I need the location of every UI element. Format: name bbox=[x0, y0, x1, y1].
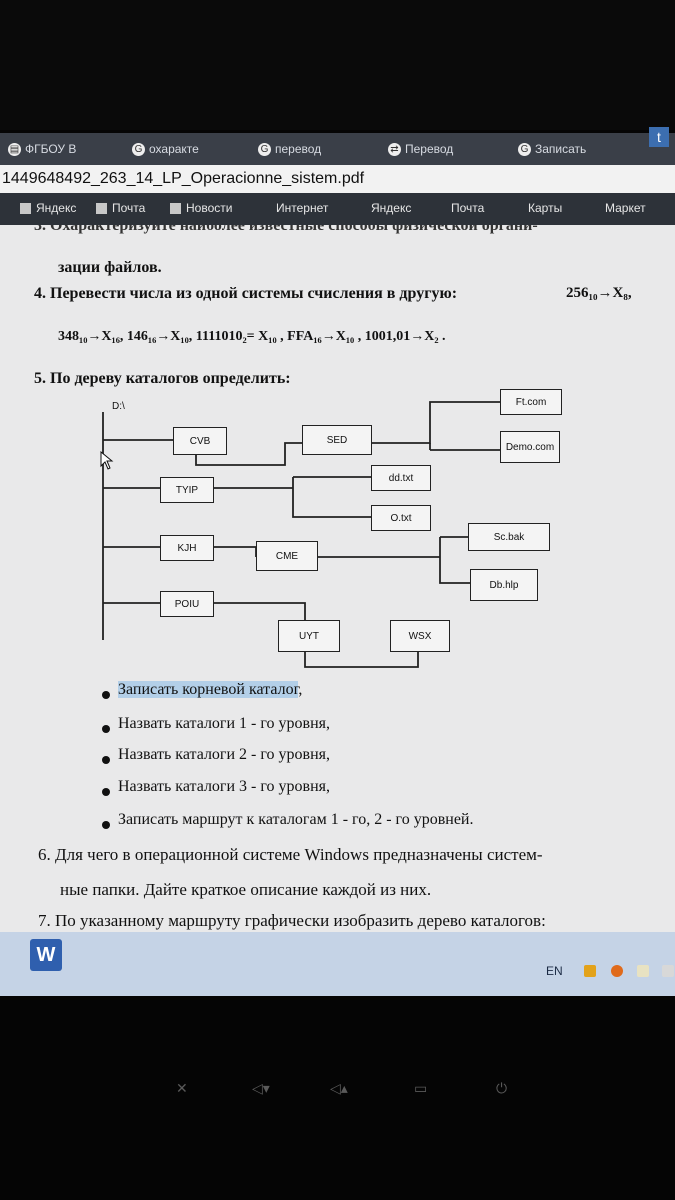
tab-fgbou[interactable]: ▤ ФГБОУ В bbox=[8, 139, 76, 159]
directory-tree-lines bbox=[102, 401, 500, 668]
node-o-txt: O.txt bbox=[371, 505, 431, 531]
item-3-continuation: зации файлов. bbox=[58, 259, 162, 276]
node-cme: CME bbox=[256, 541, 318, 571]
google-icon: G bbox=[258, 143, 271, 157]
document-title: 1449648492_263_14_LP_Operacionne_sistem.… bbox=[0, 165, 675, 193]
node-wsx: WSX bbox=[390, 620, 450, 652]
bullet-dot bbox=[102, 788, 110, 796]
bookmark-internet[interactable]: Интернет bbox=[276, 201, 329, 215]
tab-zapisat[interactable]: G Записать bbox=[518, 139, 586, 159]
google-icon: G bbox=[132, 143, 145, 157]
bookmark-maps[interactable]: Карты bbox=[528, 201, 563, 215]
tab-translate[interactable]: ⇄ Перевод bbox=[388, 139, 453, 159]
monitor-button-icon: ◁▴ bbox=[330, 1080, 348, 1096]
node-demo-com: Demo.com bbox=[500, 431, 560, 463]
tray-network-icon[interactable] bbox=[637, 965, 649, 977]
news-icon bbox=[170, 203, 181, 215]
bullet-5: Записать маршрут к каталогам 1 - го, 2 -… bbox=[118, 811, 474, 828]
item-6-line-1: 6. Для чего в операционной системе Windo… bbox=[38, 845, 543, 864]
bookmark-yandex-2[interactable]: Яндекс bbox=[371, 201, 412, 215]
bullet-4: Назвать каталоги 3 - го уровня, bbox=[118, 778, 331, 795]
document-icon: ▤ bbox=[8, 143, 21, 157]
node-uyt: UYT bbox=[278, 620, 340, 652]
mouse-cursor-icon bbox=[100, 451, 114, 470]
bookmark-label: Почта bbox=[112, 201, 146, 215]
monitor-button-icon: ✕ bbox=[176, 1080, 188, 1096]
mail-icon bbox=[96, 203, 107, 215]
selected-text[interactable]: Записать корневой каталог bbox=[118, 681, 299, 698]
item-4-equation-1: 256₁₀→X₈, bbox=[566, 285, 632, 301]
monitor-power-icon: ⏻ bbox=[496, 1080, 508, 1096]
language-indicator[interactable]: EN bbox=[546, 964, 563, 978]
node-kjh: KJH bbox=[160, 535, 214, 561]
bookmark-mail-2[interactable]: Почта bbox=[451, 201, 485, 215]
bullet-dot bbox=[102, 725, 110, 733]
item-7-text: 7. По указанному маршруту графически изо… bbox=[38, 911, 546, 930]
root-label: D:\ bbox=[112, 401, 125, 412]
bookmark-news[interactable]: Новости bbox=[170, 201, 232, 215]
bullet-1-rest: , bbox=[298, 681, 303, 698]
pdf-document-view[interactable]: 3. Охарактеризуйте наиболее известные сп… bbox=[0, 225, 675, 932]
new-tab-button[interactable]: t bbox=[649, 127, 669, 147]
tab-label: Записать bbox=[535, 142, 587, 156]
bookmark-label: Новости bbox=[186, 201, 233, 215]
bullet-2: Назвать каталоги 1 - го уровня, bbox=[118, 715, 331, 732]
bookmark-mail[interactable]: Почта bbox=[96, 201, 145, 215]
monitor-button-icon: ◁▾ bbox=[252, 1080, 270, 1096]
node-dd-txt: dd.txt bbox=[371, 465, 431, 491]
item-4-text: 4. Перевести числа из одной системы счис… bbox=[34, 285, 458, 302]
bullet-dot bbox=[102, 691, 110, 699]
item-6-line-2: ные папки. Дайте краткое описание каждой… bbox=[60, 880, 432, 899]
tray-volume-icon[interactable] bbox=[662, 965, 674, 977]
item-5-text: 5. По дереву каталогов определить: bbox=[34, 370, 291, 387]
node-poiu: POIU bbox=[160, 591, 214, 617]
translate-icon: ⇄ bbox=[388, 143, 401, 157]
windows-taskbar: W EN bbox=[0, 932, 675, 996]
tab-label: перевод bbox=[275, 142, 322, 156]
bookmarks-bar: Яндекс Почта Новости Интернет Яндекс Поч… bbox=[0, 193, 675, 225]
bookmark-market[interactable]: Маркет bbox=[605, 201, 646, 215]
node-sed: SED bbox=[302, 425, 372, 455]
tab-label: охаракте bbox=[149, 142, 199, 156]
node-tyip: TYIP bbox=[160, 477, 214, 503]
bullet-3: Назвать каталоги 2 - го уровня, bbox=[118, 746, 331, 763]
tray-flag-icon[interactable] bbox=[584, 965, 596, 977]
google-icon: G bbox=[518, 143, 531, 157]
item-3-cut-line: 3. Охарактеризуйте наиболее известные сп… bbox=[34, 225, 538, 234]
monitor-button-icon: ▭ bbox=[414, 1080, 428, 1096]
node-db-hlp: Db.hlp bbox=[470, 569, 538, 601]
bookmark-yandex[interactable]: Яндекс bbox=[20, 201, 76, 215]
monitor-bezel bbox=[0, 0, 675, 130]
tray-app-icon[interactable] bbox=[611, 965, 623, 977]
node-sc-bak: Sc.bak bbox=[468, 523, 550, 551]
bookmark-label: Яндекс bbox=[36, 201, 77, 215]
bullet-1: Записать корневой каталог, bbox=[118, 681, 302, 699]
yandex-icon bbox=[20, 203, 31, 215]
item-4-equations: 348₁₀→X₁₆, 146₁₆→X₁₀, 1111010₂= X₁₀ , FF… bbox=[58, 329, 446, 344]
tab-label: ФГБОУ В bbox=[25, 142, 77, 156]
node-ft-com: Ft.com bbox=[500, 389, 562, 415]
bullet-dot bbox=[102, 821, 110, 829]
bullet-dot bbox=[102, 756, 110, 764]
node-cvb: CVB bbox=[173, 427, 227, 455]
word-app-button[interactable]: W bbox=[30, 939, 62, 971]
tab-label: Перевод bbox=[405, 142, 454, 156]
